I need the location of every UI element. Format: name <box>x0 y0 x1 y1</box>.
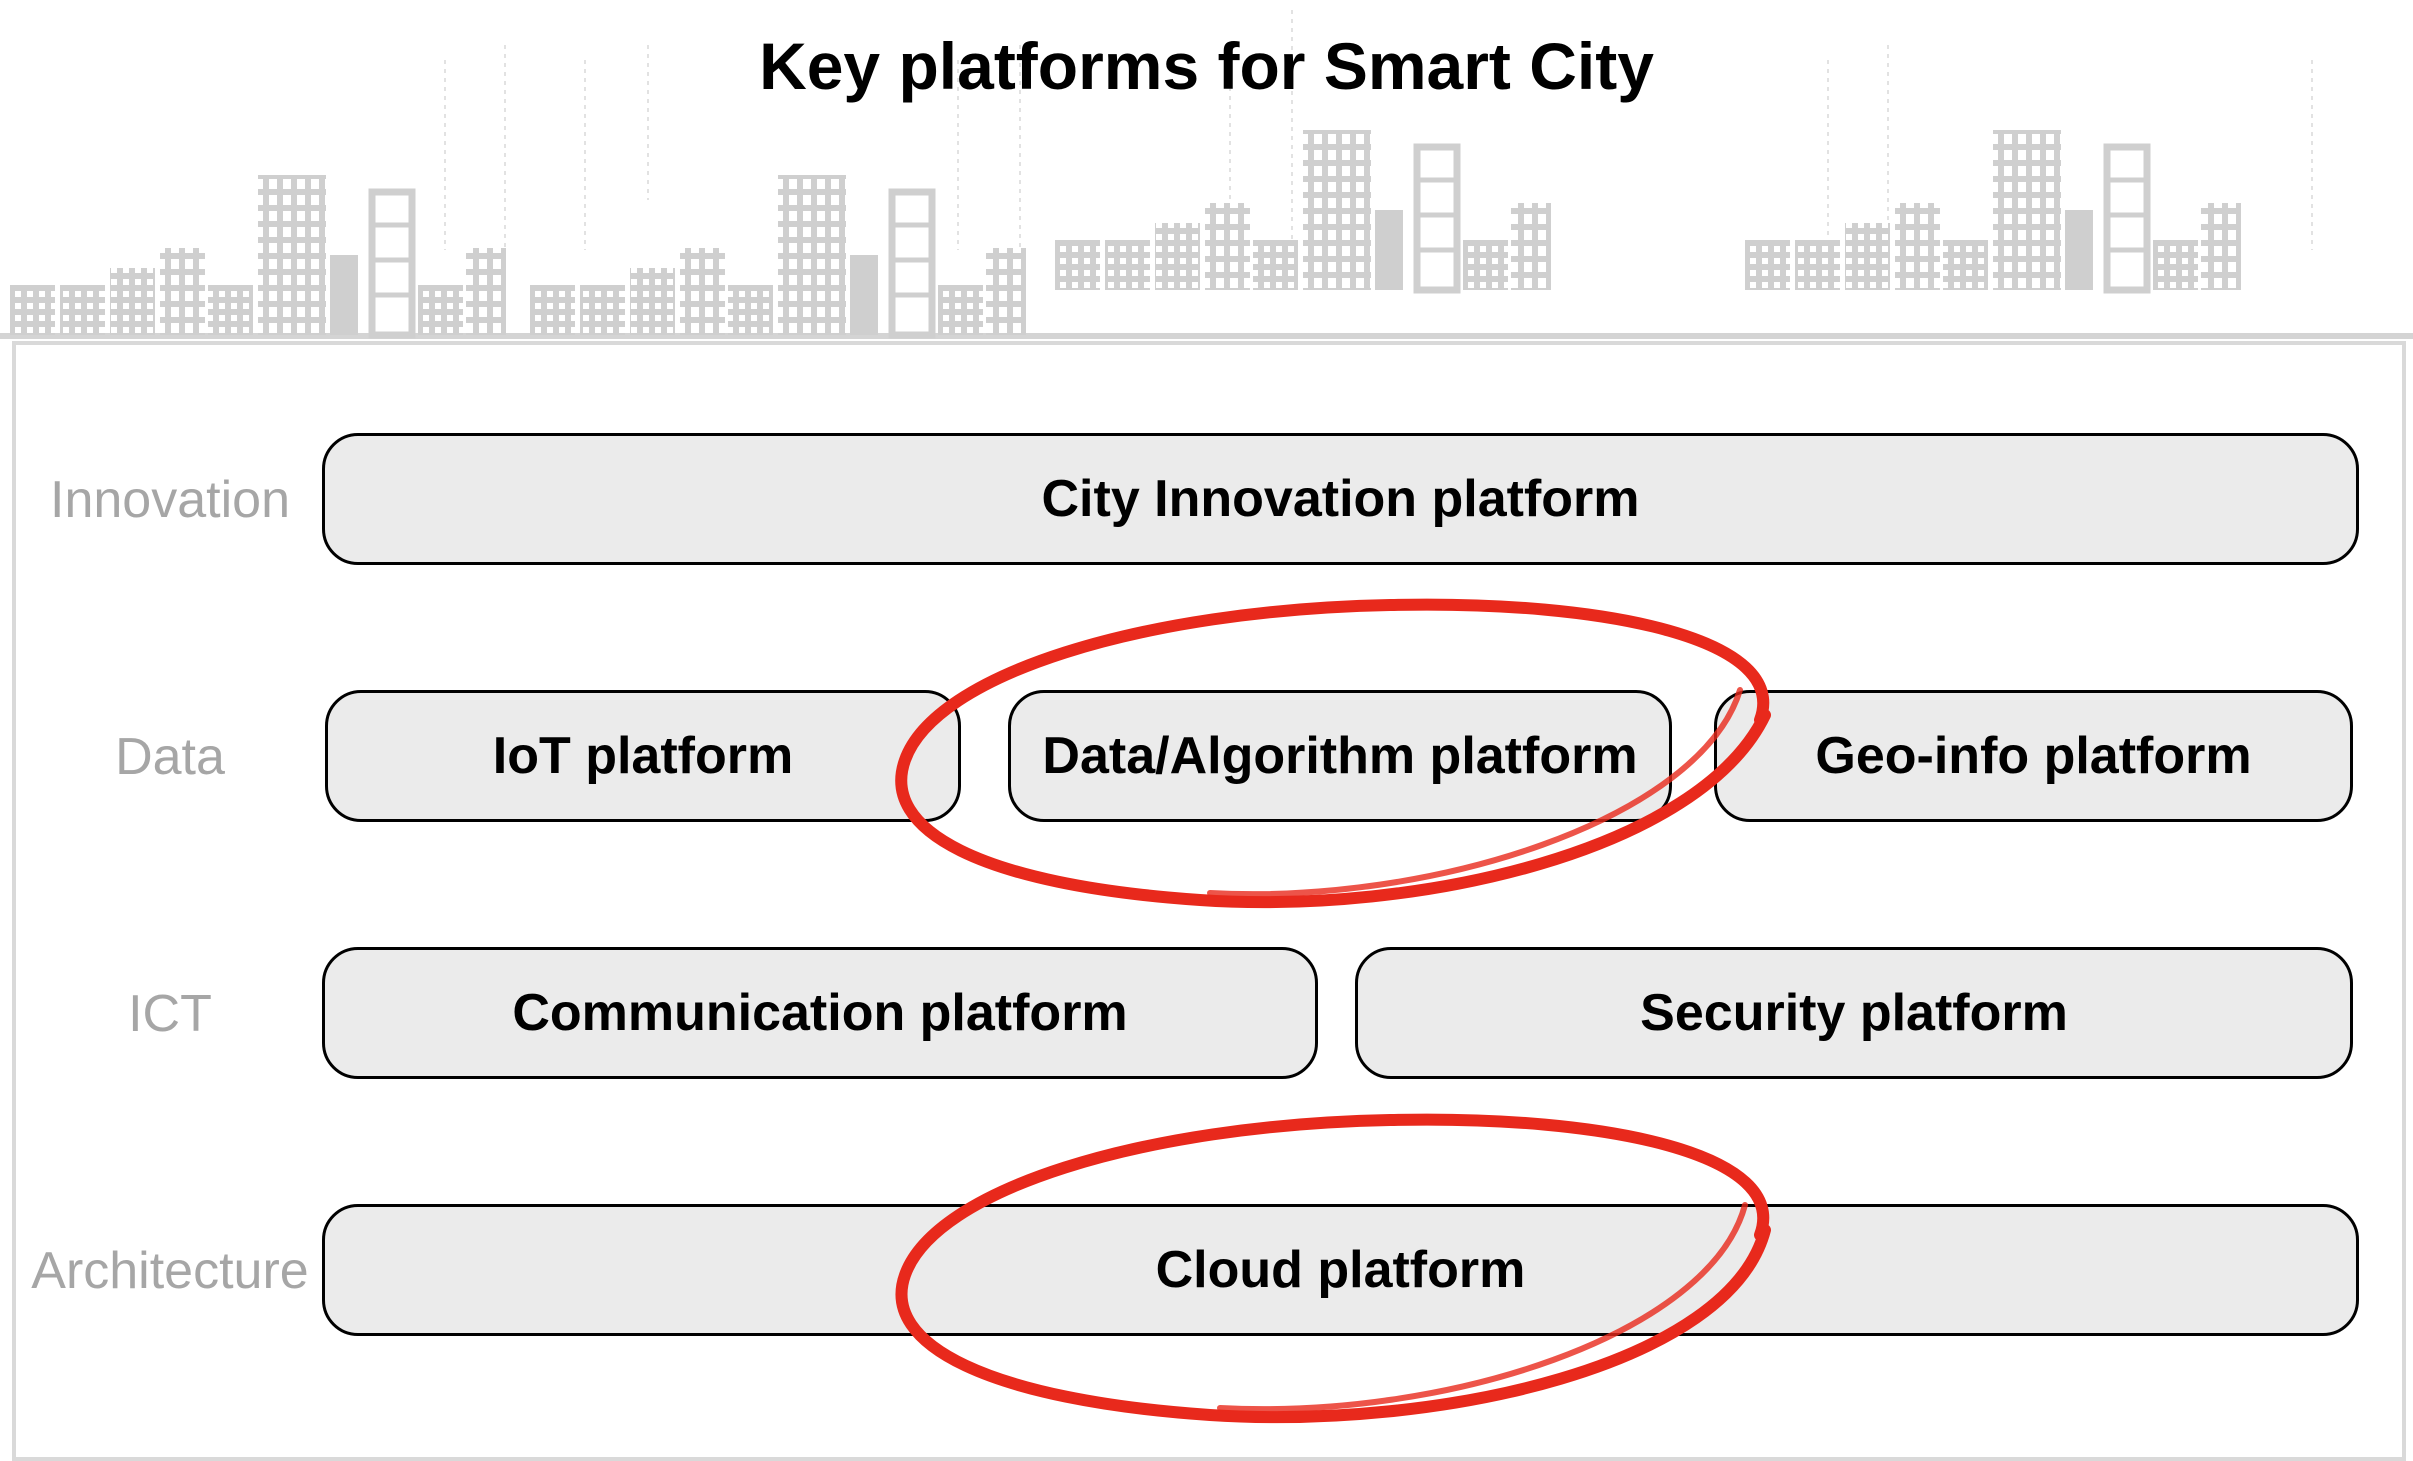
cloud-platform-box: Cloud platform <box>322 1204 2359 1336</box>
layer-label-data: Data <box>115 728 225 786</box>
iot-platform-box: IoT platform <box>325 690 961 822</box>
layer-label-ict: ICT <box>128 985 212 1043</box>
layer-label-innovation: Innovation <box>50 471 290 529</box>
diagram-title: Key platforms for Smart City <box>759 29 1654 103</box>
data-algorithm-platform-box: Data/Algorithm platform <box>1008 690 1672 822</box>
city-innovation-platform-box: City Innovation platform <box>322 433 2359 565</box>
security-platform-box: Security platform <box>1355 947 2353 1079</box>
geo-info-platform-box: Geo-info platform <box>1714 690 2353 822</box>
city-skyline-illustration <box>0 10 2413 339</box>
communication-platform-box: Communication platform <box>322 947 1318 1079</box>
layer-label-architecture: Architecture <box>31 1242 309 1300</box>
